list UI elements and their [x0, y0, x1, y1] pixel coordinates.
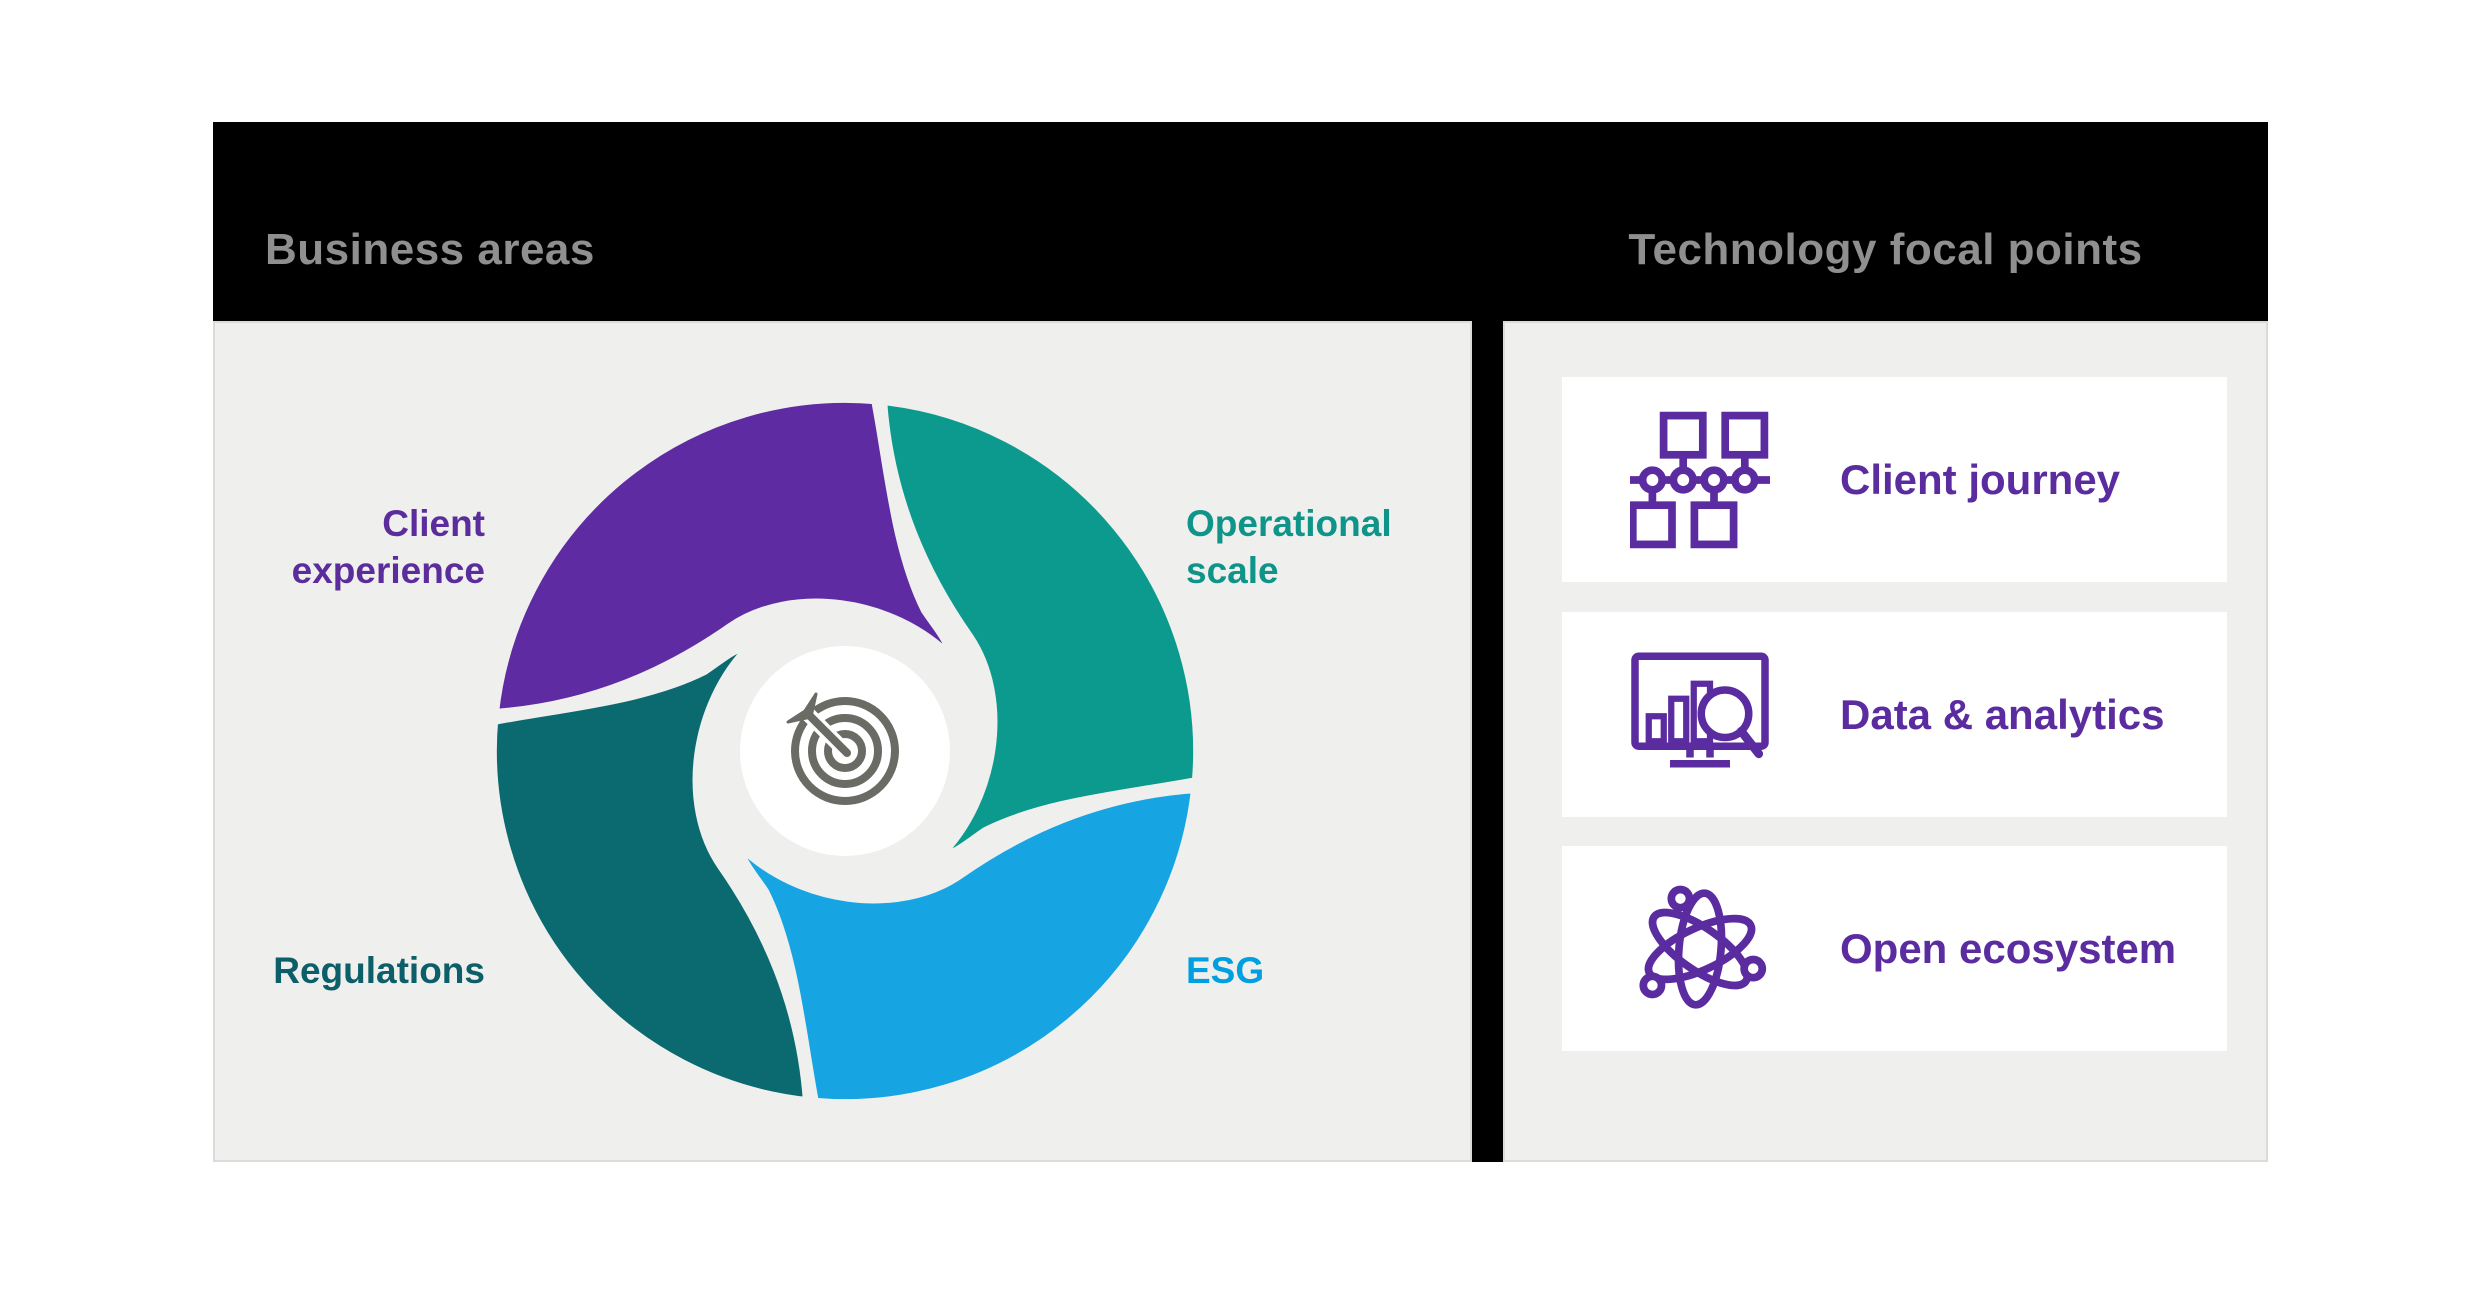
label-client-experience: Client experience	[291, 503, 485, 591]
segment-regulations	[486, 641, 814, 1108]
card-open-ecosystem: Open ecosystem	[1562, 846, 2227, 1051]
atom-icon	[1630, 879, 1770, 1019]
business-areas-panel: Client experience Operational scale Regu…	[213, 321, 1472, 1162]
card-data-analytics: Data & analytics	[1562, 612, 2227, 817]
analytics-monitor-icon	[1630, 645, 1770, 785]
page-title-business-areas: Business areas	[265, 225, 595, 274]
target-arrow-icon	[786, 692, 899, 805]
journey-map-icon	[1628, 410, 1770, 550]
card-client-journey: Client journey	[1562, 377, 2227, 582]
page-title-technology-focal-points: Technology focal points	[1628, 225, 2143, 274]
segment-client-experience	[488, 392, 955, 720]
card-label-client-journey: Client journey	[1840, 455, 2121, 503]
label-operational-scale: Operational scale	[1186, 503, 1392, 591]
segment-esg	[735, 782, 1202, 1110]
label-esg: ESG	[1186, 950, 1265, 991]
segment-operational-scale	[876, 394, 1204, 861]
label-regulations: Regulations	[273, 950, 485, 991]
technology-focal-points-panel: Client journey Data & analytics	[1503, 321, 2268, 1162]
card-label-data-analytics: Data & analytics	[1840, 690, 2165, 738]
card-label-open-ecosystem: Open ecosystem	[1840, 924, 2177, 972]
